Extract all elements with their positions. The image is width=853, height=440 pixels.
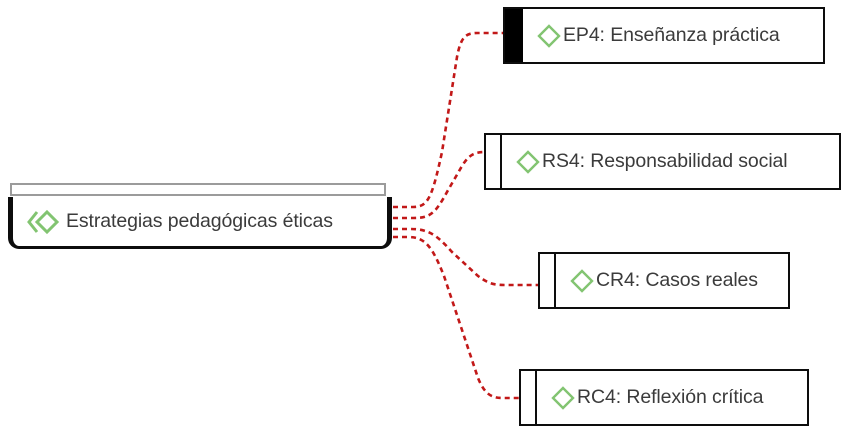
selection-stripe-rs4[interactable] bbox=[486, 135, 502, 188]
connector-to-cr4 bbox=[393, 227, 538, 287]
root-node-titlebar bbox=[10, 183, 386, 196]
green-diamond-icon bbox=[516, 149, 540, 174]
child-node-content-rc4[interactable]: RC4: Reflexión crítica bbox=[537, 371, 807, 424]
green-double-diamond-icon bbox=[27, 209, 60, 234]
child-node-content-ep4[interactable]: EP4: Enseñanza práctica bbox=[523, 9, 823, 62]
selection-stripe-ep4[interactable] bbox=[505, 9, 523, 62]
child-node-rc4[interactable]: RC4: Reflexión crítica bbox=[519, 369, 809, 426]
green-diamond-icon bbox=[537, 23, 561, 48]
child-node-rs4[interactable]: RS4: Responsabilidad social bbox=[484, 133, 841, 190]
child-node-ep4[interactable]: EP4: Enseñanza práctica bbox=[503, 7, 825, 64]
selection-stripe-cr4[interactable] bbox=[540, 254, 556, 307]
selection-stripe-rc4[interactable] bbox=[521, 371, 537, 424]
child-node-content-cr4[interactable]: CR4: Casos reales bbox=[556, 254, 788, 307]
child-node-content-rs4[interactable]: RS4: Responsabilidad social bbox=[502, 135, 839, 188]
green-diamond-icon bbox=[551, 385, 575, 410]
child-node-label-rs4: RS4: Responsabilidad social bbox=[542, 150, 788, 172]
connector-to-rc4 bbox=[393, 235, 519, 400]
child-node-label-cr4: CR4: Casos reales bbox=[596, 269, 758, 291]
root-node-label: Estrategias pedagógicas éticas bbox=[66, 210, 333, 232]
root-node-body[interactable]: Estrategias pedagógicas éticas bbox=[8, 197, 392, 249]
child-node-cr4[interactable]: CR4: Casos reales bbox=[538, 252, 790, 309]
root-node[interactable]: Estrategias pedagógicas éticas bbox=[8, 183, 392, 249]
child-node-label-rc4: RC4: Reflexión crítica bbox=[577, 386, 764, 408]
child-node-label-ep4: EP4: Enseñanza práctica bbox=[563, 24, 780, 46]
green-diamond-icon bbox=[570, 268, 594, 293]
